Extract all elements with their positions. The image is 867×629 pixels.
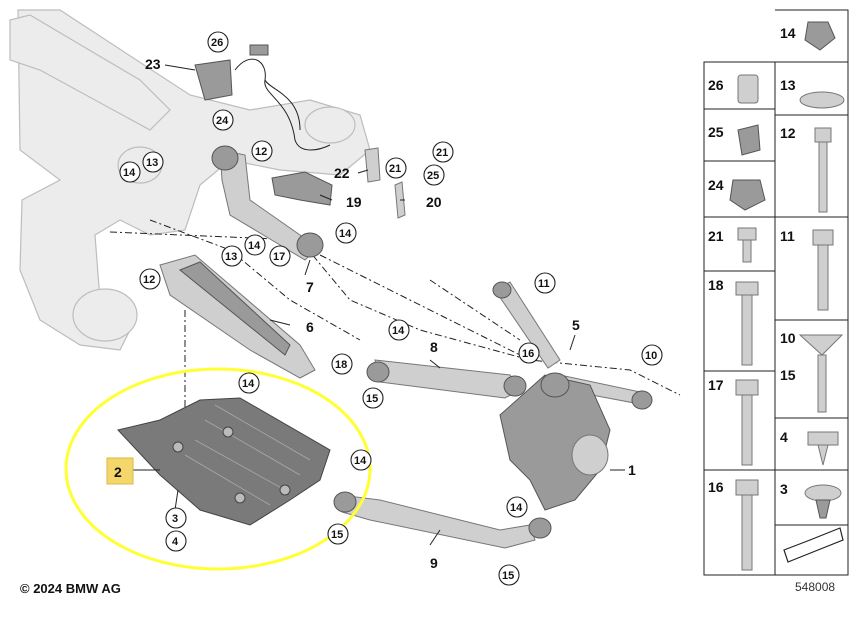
label-1: 1 — [628, 462, 636, 478]
svg-text:10: 10 — [645, 350, 657, 362]
callouts: 26 24 12 13 14 21 21 25 13 14 17 14 12 1… — [119, 31, 663, 586]
label-23: 23 — [145, 56, 161, 72]
svg-text:15: 15 — [366, 393, 378, 405]
label-7: 7 — [306, 279, 314, 295]
axle-carrier-frame — [9, 9, 371, 351]
label-5: 5 — [572, 317, 580, 333]
svg-text:12: 12 — [143, 274, 155, 286]
label-2: 2 — [114, 464, 122, 480]
copyright-text: © 2024 BMW AG — [20, 581, 121, 596]
svg-text:12: 12 — [780, 125, 796, 141]
wheel-carrier-1 — [499, 372, 611, 511]
highlight-box-2 — [106, 457, 134, 485]
svg-text:17: 17 — [708, 377, 724, 393]
svg-text:11: 11 — [780, 228, 795, 244]
svg-text:18: 18 — [335, 359, 347, 371]
lower-arm-9 — [333, 491, 552, 549]
svg-text:14: 14 — [242, 378, 255, 390]
svg-text:10: 10 — [780, 330, 796, 346]
svg-text:26: 26 — [708, 77, 724, 93]
svg-text:13: 13 — [225, 251, 237, 263]
underbody-panel-2[interactable] — [117, 397, 331, 526]
svg-text:21: 21 — [708, 228, 724, 244]
trailing-arm-6 — [159, 254, 316, 379]
upper-wishbone-7 — [211, 145, 324, 261]
label-22: 22 — [334, 165, 350, 181]
leader-lines — [130, 64, 625, 546]
label-9: 9 — [430, 555, 438, 571]
label-19: 19 — [346, 194, 362, 210]
control-arm-8 — [366, 359, 527, 399]
label-6: 6 — [306, 319, 314, 335]
svg-text:15: 15 — [780, 367, 796, 383]
svg-text:11: 11 — [538, 278, 550, 290]
svg-text:16: 16 — [522, 348, 534, 360]
svg-text:14: 14 — [123, 167, 136, 179]
svg-text:14: 14 — [780, 25, 796, 41]
svg-text:24: 24 — [216, 115, 229, 127]
svg-text:24: 24 — [708, 177, 724, 193]
svg-text:25: 25 — [427, 170, 439, 182]
svg-text:25: 25 — [708, 124, 724, 140]
fastener-legend: 26 25 24 21 18 17 16 14 13 12 11 10 15 4… — [703, 9, 849, 576]
sensor-bracket — [194, 44, 331, 151]
svg-text:16: 16 — [708, 479, 724, 495]
diagram-id: 548008 — [795, 580, 835, 594]
svg-text:21: 21 — [436, 147, 448, 159]
svg-text:14: 14 — [339, 228, 352, 240]
svg-text:26: 26 — [211, 37, 223, 49]
svg-text:15: 15 — [331, 529, 343, 541]
svg-text:21: 21 — [389, 163, 401, 175]
svg-text:12: 12 — [255, 146, 267, 158]
svg-text:18: 18 — [708, 277, 724, 293]
part-labels: 2 1 5 6 7 8 9 19 20 22 23 — [106, 56, 636, 571]
svg-text:4: 4 — [780, 429, 788, 445]
label-20: 20 — [426, 194, 442, 210]
svg-text:14: 14 — [248, 240, 261, 252]
svg-text:17: 17 — [273, 251, 285, 263]
highlight-ring — [64, 367, 372, 571]
svg-text:14: 14 — [510, 502, 523, 514]
svg-text:4: 4 — [172, 536, 179, 548]
label-8: 8 — [430, 339, 438, 355]
svg-text:14: 14 — [392, 325, 405, 337]
svg-text:14: 14 — [354, 455, 367, 467]
arm-5 — [492, 281, 561, 369]
svg-text:13: 13 — [780, 77, 796, 93]
small-brackets — [271, 147, 406, 219]
svg-text:15: 15 — [502, 570, 514, 582]
svg-text:3: 3 — [780, 481, 788, 497]
svg-text:3: 3 — [172, 513, 178, 525]
svg-text:13: 13 — [146, 157, 158, 169]
